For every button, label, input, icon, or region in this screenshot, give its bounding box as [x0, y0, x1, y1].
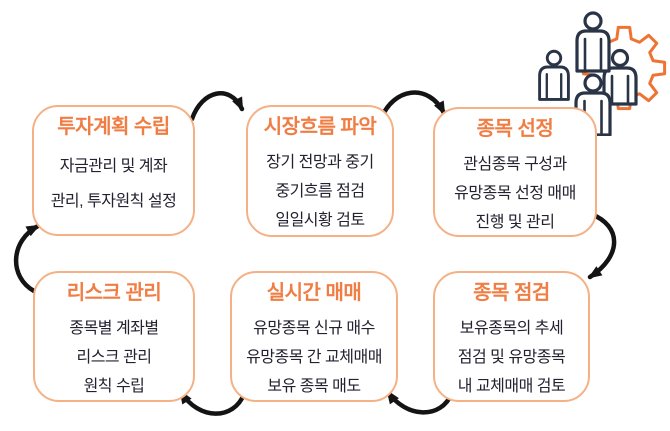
- person-icon-left: [538, 49, 570, 101]
- box-line: 보유 종목 매도: [267, 378, 361, 395]
- box-line: 유망종목 신규 매수: [253, 320, 375, 337]
- box-line: 종목별 계좌별: [69, 320, 159, 337]
- flow-box-realtime-trading: 실시간 매매 유망종목 신규 매수 유망종목 간 교체매매 보유 종목 매도: [230, 271, 398, 402]
- arrow-trade-to-risk: [178, 389, 247, 416]
- box-line: 장기 전망과 중기: [266, 154, 374, 171]
- box-title: 시장흐름 파악: [263, 116, 377, 138]
- box-line: 일일시황 검토: [275, 212, 365, 229]
- flow-box-stock-check: 종목 점검 보유종목의 추세 점검 및 유망종목 내 교체매매 검토: [433, 271, 590, 402]
- box-line: 내 교체매매 검토: [457, 378, 566, 395]
- box-title: 실시간 매매: [266, 282, 362, 304]
- box-line: 관심종목 구성과: [463, 156, 567, 173]
- box-title: 리스크 관리: [66, 282, 162, 304]
- arrow-plan-to-market: [189, 91, 245, 122]
- box-line: 리스크 관리: [76, 349, 152, 366]
- arrow-risk-to-plan: [13, 223, 41, 294]
- box-line: 보유종목의 추세: [459, 320, 564, 337]
- flow-box-investment-plan: 투자계획 수립 자금관리 및 계좌 관리, 투자원칙 설정: [32, 105, 195, 236]
- box-line: 유망종목 간 교체매매: [246, 349, 382, 366]
- person-icon-right: [602, 48, 638, 106]
- flow-box-risk-management: 리스크 관리 종목별 계좌별 리스크 관리 원칙 수립: [33, 271, 195, 402]
- person-icon-top: [575, 11, 611, 73]
- box-line: 진행 및 관리: [475, 214, 556, 231]
- box-title: 투자계획 수립: [57, 116, 170, 138]
- box-line: 관리, 투자원칙 설정: [50, 193, 177, 210]
- people-gear-icon: [538, 11, 667, 136]
- box-line: 자금관리 및 계좌: [59, 158, 168, 175]
- flow-box-stock-selection: 종목 선정 관심종목 구성과 유망종목 선정 매매 진행 및 관리: [433, 107, 597, 237]
- box-line: 유망종목 선정 매매: [454, 185, 576, 202]
- box-line: 중기흐름 점검: [275, 183, 365, 200]
- arrow-select-to-check: [587, 211, 617, 280]
- box-line: 원칙 수립: [83, 378, 145, 395]
- box-title: 종목 점검: [473, 282, 550, 304]
- box-line: 점검 및 유망종목: [457, 349, 566, 366]
- box-title: 종목 선정: [476, 118, 554, 140]
- arrow-market-to-select: [378, 90, 447, 122]
- flow-box-market-flow: 시장흐름 파악 장기 전망과 중기 중기흐름 점검 일일시황 검토: [246, 105, 394, 237]
- arrow-check-to-trade: [385, 389, 455, 415]
